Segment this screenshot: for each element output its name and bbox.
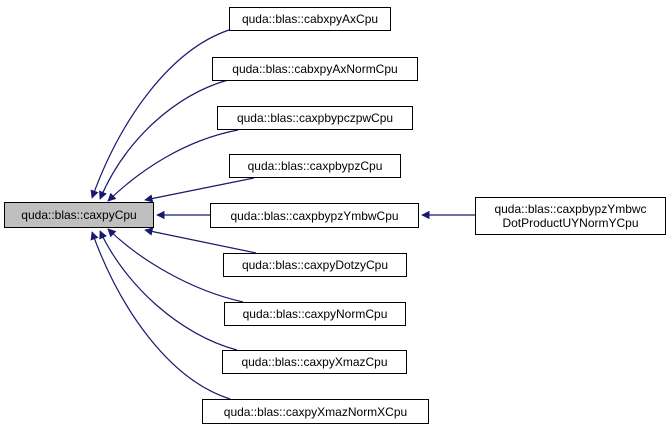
edge-caller-8-to-root bbox=[99, 230, 238, 351]
edge-caller-4-to-root bbox=[144, 177, 255, 203]
node-caller-6[interactable]: quda::blas::caxpyDotzyCpu bbox=[223, 253, 407, 277]
node-caller-2[interactable]: quda::blas::cabxpyAxNormCpu bbox=[212, 57, 418, 81]
node-label: quda::blas::caxpyXmazCpu bbox=[241, 355, 388, 369]
node-label: quda::blas::cabxpyAxCpu bbox=[241, 12, 379, 26]
edge-caller-3-to-root bbox=[107, 129, 239, 202]
edge-caller-1-to-root bbox=[90, 29, 230, 199]
node-label-line1: quda::blas::caxpbypzYmbwc bbox=[494, 202, 647, 216]
node-second-level-1[interactable]: quda::blas::caxpbypzYmbwc DotProductUYNo… bbox=[475, 197, 666, 235]
node-label: quda::blas::caxpyDotzyCpu bbox=[241, 258, 389, 272]
node-caller-1[interactable]: quda::blas::cabxpyAxCpu bbox=[229, 7, 391, 31]
node-label: quda::blas::caxpbypzYmbwCpu bbox=[230, 208, 399, 223]
node-caller-9[interactable]: quda::blas::caxpyXmazNormXCpu bbox=[202, 399, 429, 424]
node-label: quda::blas::cabxpyAxNormCpu bbox=[232, 62, 398, 76]
node-root: quda::blas::caxpyCpu bbox=[4, 202, 154, 228]
node-caller-3[interactable]: quda::blas::caxpbypczpwCpu bbox=[217, 106, 413, 130]
edge-caller-9-to-root bbox=[90, 231, 231, 400]
node-label-line2: DotProductUYNormYCpu bbox=[502, 216, 639, 230]
node-caller-4[interactable]: quda::blas::caxpbypzCpu bbox=[229, 154, 401, 178]
edge-caller-7-to-root bbox=[107, 228, 244, 303]
node-label: quda::blas::caxpbypzCpu bbox=[247, 159, 383, 173]
node-caller-7[interactable]: quda::blas::caxpyNormCpu bbox=[224, 302, 406, 326]
edge-caller-2-to-root bbox=[99, 79, 229, 200]
node-label: quda::blas::caxpbypczpwCpu bbox=[236, 111, 394, 125]
node-caller-5[interactable]: quda::blas::caxpbypzYmbwCpu bbox=[210, 203, 419, 228]
node-label: quda::blas::caxpyCpu bbox=[21, 208, 137, 222]
edge-caller-6-to-root bbox=[144, 227, 257, 254]
node-label: quda::blas::caxpyNormCpu bbox=[242, 307, 388, 321]
node-caller-8[interactable]: quda::blas::caxpyXmazCpu bbox=[222, 350, 407, 374]
node-label: quda::blas::caxpyXmazNormXCpu bbox=[223, 404, 408, 419]
